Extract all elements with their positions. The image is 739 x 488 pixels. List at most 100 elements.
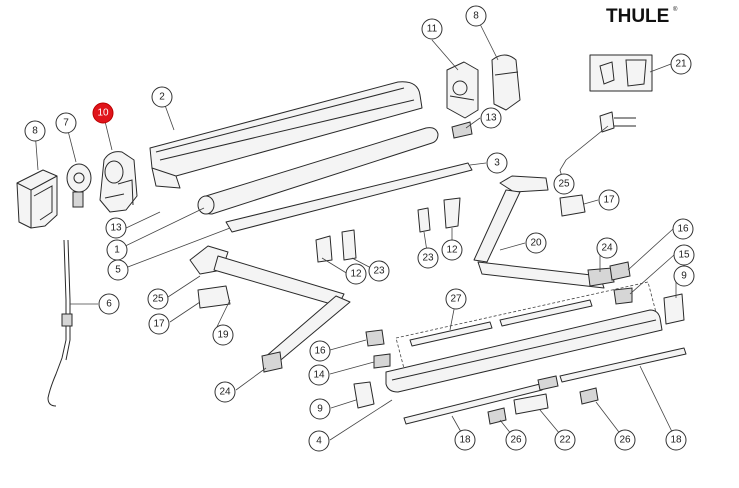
brand-mark: ® <box>673 6 678 13</box>
callout-21: 21 <box>670 53 692 75</box>
callout-23-right: 23 <box>417 247 439 269</box>
callout-17-left: 17 <box>148 313 170 335</box>
callout-25-left: 25 <box>147 288 169 310</box>
callout-label: 27 <box>450 294 462 305</box>
callout-label: 2 <box>159 92 165 103</box>
callout-24-left: 24 <box>214 381 236 403</box>
part-arm-19 <box>189 245 351 373</box>
callout-8-top: 8 <box>465 5 487 27</box>
callout-5: 5 <box>107 259 129 281</box>
part-rail-18-right <box>559 347 687 383</box>
callout-1: 1 <box>106 239 128 261</box>
callout-6: 6 <box>98 293 120 315</box>
callout-7: 7 <box>55 112 77 134</box>
callout-label: 13 <box>110 223 122 234</box>
callout-9-left: 9 <box>309 398 331 420</box>
callout-label: 17 <box>603 195 615 206</box>
callout-20: 20 <box>525 232 547 254</box>
callout-label: 14 <box>313 370 325 381</box>
part-front-bar-4 <box>385 309 663 393</box>
part-end-cap-10 <box>99 151 138 213</box>
callout-15: 15 <box>673 244 695 266</box>
part-clips-center <box>417 197 461 233</box>
callout-16-left: 16 <box>309 340 331 362</box>
callout-label: 16 <box>677 224 689 235</box>
callout-14: 14 <box>308 364 330 386</box>
part-small-fittings <box>487 375 599 425</box>
callout-label: 6 <box>106 299 112 310</box>
callout-label: 5 <box>115 265 121 276</box>
callout-label: 1 <box>114 245 120 256</box>
callout-26-left: 26 <box>505 429 527 451</box>
callout-13-left: 13 <box>105 217 127 239</box>
callout-label: 12 <box>350 269 362 280</box>
part-end-cap-left <box>16 169 58 229</box>
callout-label: 22 <box>559 435 571 446</box>
brand-name: THULE <box>606 6 669 27</box>
callout-24-right: 24 <box>596 237 618 259</box>
callout-label: 23 <box>422 253 434 264</box>
part-clips-12-23-mid <box>315 229 357 263</box>
callout-3: 3 <box>486 152 508 174</box>
callout-17-right: 17 <box>598 189 620 211</box>
callout-label: 12 <box>446 245 458 256</box>
callout-label: 26 <box>510 435 522 446</box>
part-plate-17-left <box>197 285 231 309</box>
callout-label: 11 <box>427 24 438 35</box>
callout-label: 13 <box>485 113 497 124</box>
callout-label: 15 <box>678 250 690 261</box>
callout-12-right: 12 <box>441 239 463 261</box>
callout-label: 10 <box>97 108 109 119</box>
callout-label: 4 <box>316 436 322 447</box>
callout-label: 26 <box>619 435 631 446</box>
callout-label: 9 <box>317 404 323 415</box>
part-detail-21 <box>589 54 653 92</box>
part-cassette-profile <box>149 81 423 189</box>
callout-label: 20 <box>530 238 542 249</box>
part-bracket-7 <box>66 163 92 208</box>
callout-13-top: 13 <box>480 107 502 129</box>
callout-25-right: 25 <box>553 173 575 195</box>
callout-23-mid: 23 <box>368 260 390 282</box>
callout-4: 4 <box>308 430 330 452</box>
callout-label: 21 <box>675 59 687 70</box>
callout-10-highlighted[interactable]: 10 <box>92 102 114 124</box>
callout-label: 23 <box>373 266 385 277</box>
leader-lines <box>34 15 677 441</box>
part-plate-17-right <box>559 194 586 217</box>
callout-label: 8 <box>473 11 479 22</box>
callout-26-right: 26 <box>614 429 636 451</box>
part-brackets-left <box>353 329 391 409</box>
callout-18-right: 18 <box>665 429 687 451</box>
callout-label: 18 <box>459 435 471 446</box>
callout-label: 16 <box>314 346 326 357</box>
callout-label: 24 <box>601 243 613 254</box>
callout-label: 17 <box>153 319 165 330</box>
callout-18-left: 18 <box>454 429 476 451</box>
callout-12-mid: 12 <box>345 263 367 285</box>
callout-2: 2 <box>151 86 173 108</box>
part-bracket-25-right <box>599 111 636 133</box>
callout-9-right: 9 <box>673 265 695 287</box>
callout-label: 25 <box>558 179 570 190</box>
callout-16-right: 16 <box>672 218 694 240</box>
callout-27: 27 <box>445 288 467 310</box>
callout-label: 7 <box>63 118 69 129</box>
callout-label: 18 <box>670 435 682 446</box>
part-end-cap-11 <box>446 61 479 119</box>
callout-22: 22 <box>554 429 576 451</box>
callout-label: 25 <box>152 294 164 305</box>
part-plug-13 <box>451 121 473 139</box>
callout-8-left: 8 <box>24 120 46 142</box>
part-crank-handle-6 <box>47 239 73 407</box>
part-arm-20 <box>473 175 615 289</box>
callout-19: 19 <box>212 324 234 346</box>
callout-label: 9 <box>681 271 687 282</box>
callout-label: 8 <box>32 126 38 137</box>
part-brackets-right <box>609 261 685 325</box>
callout-label: 19 <box>217 330 229 341</box>
thule-logo: THULE ® <box>606 6 678 27</box>
callout-label: 24 <box>219 387 231 398</box>
